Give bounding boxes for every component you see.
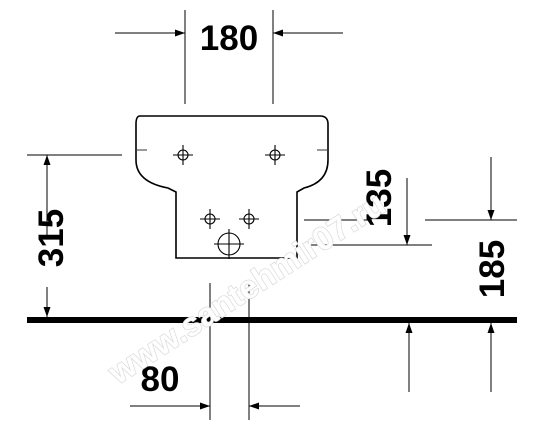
dimension-135 <box>304 178 432 246</box>
dimension-80 <box>130 283 300 420</box>
dimension-135-label: 135 <box>360 169 399 227</box>
floor-line <box>27 317 517 323</box>
lower-left-hole-icon <box>200 209 220 229</box>
mounting-hole-marks <box>173 145 285 259</box>
dimension-180-label: 180 <box>200 19 258 58</box>
fixture-outline <box>135 115 329 259</box>
upper-left-hole-icon <box>173 145 193 165</box>
watermark-text: www.santehmir07.ru <box>101 185 392 392</box>
drain-outlet-icon <box>214 229 244 259</box>
dimension-80-label: 80 <box>141 360 180 399</box>
dimension-180 <box>115 10 343 104</box>
dimension-185 <box>405 157 517 392</box>
dimension-315-label: 315 <box>32 209 71 267</box>
lower-right-hole-icon <box>239 209 259 229</box>
upper-right-hole-icon <box>265 145 285 165</box>
dimension-185-label: 185 <box>473 240 512 298</box>
dimension-315 <box>27 154 122 317</box>
